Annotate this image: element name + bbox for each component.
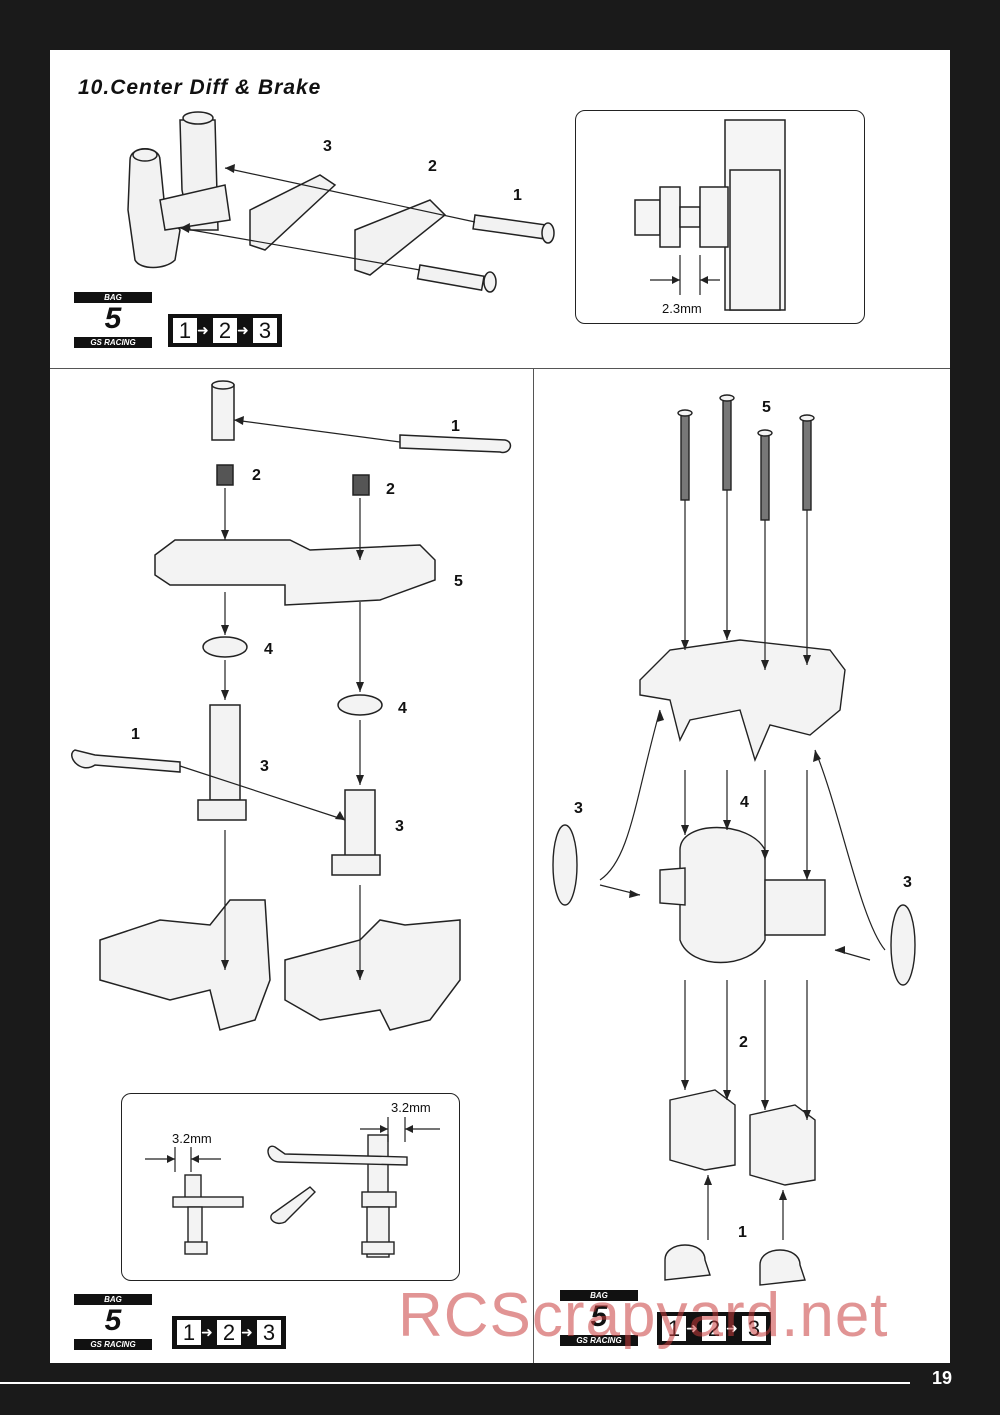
section-title: 10.Center Diff & Brake bbox=[78, 76, 322, 99]
part-label-5: 5 bbox=[762, 399, 771, 416]
part-label-1: 1 bbox=[451, 418, 460, 435]
arrow-icon: ➜ bbox=[726, 1320, 738, 1336]
bag-brand: GS RACING bbox=[74, 337, 152, 348]
brake-assembly-diagram bbox=[71, 380, 512, 1031]
section-divider bbox=[50, 368, 950, 369]
step-3: 3 bbox=[742, 1316, 766, 1341]
part-label-4: 4 bbox=[264, 641, 273, 658]
bag-number: 5 bbox=[104, 302, 122, 335]
column-divider bbox=[533, 368, 534, 1363]
bag-header: BAG bbox=[560, 1290, 638, 1301]
arrow-icon: ➜ bbox=[237, 322, 249, 338]
bag-badge: BAG 5 GS RACING bbox=[74, 1294, 152, 1350]
part-label-1: 1 bbox=[131, 726, 140, 743]
part-label-1: 1 bbox=[513, 187, 522, 204]
arrow-icon: ➜ bbox=[197, 322, 209, 338]
part-label-4: 4 bbox=[740, 794, 749, 811]
step-3: 3 bbox=[257, 1320, 281, 1345]
part-label-3: 3 bbox=[395, 818, 404, 835]
bag-badge: BAG 5 GS RACING bbox=[560, 1290, 638, 1346]
arrow-icon: ➜ bbox=[241, 1324, 253, 1340]
part-label-3: 3 bbox=[260, 758, 269, 775]
step-1: 1 bbox=[173, 318, 197, 343]
detail-box-pin-position bbox=[121, 1093, 460, 1281]
step-3: 3 bbox=[253, 318, 277, 343]
dimension-2-3mm: 2.3mm bbox=[662, 301, 702, 316]
dimension-3-2mm-left: 3.2mm bbox=[172, 1131, 212, 1146]
arrow-icon: ➜ bbox=[201, 1324, 213, 1340]
part-label-2: 2 bbox=[386, 481, 395, 498]
step-2: 2 bbox=[213, 318, 237, 343]
part-label-1: 1 bbox=[738, 1224, 747, 1241]
assembly-sequence: 1 ➜ 2 ➜ 3 bbox=[168, 314, 282, 347]
bag-header: BAG bbox=[74, 292, 152, 303]
bag-header: BAG bbox=[74, 1294, 152, 1305]
step-2: 2 bbox=[217, 1320, 241, 1345]
part-label-4: 4 bbox=[398, 700, 407, 717]
bag-number: 5 bbox=[590, 1300, 608, 1333]
step-1: 1 bbox=[662, 1316, 686, 1341]
part-label-2: 2 bbox=[252, 467, 261, 484]
center-diff-mount-diagram bbox=[127, 111, 555, 293]
step-2: 2 bbox=[702, 1316, 726, 1341]
arrow-icon: ➜ bbox=[686, 1320, 698, 1336]
step-1: 1 bbox=[177, 1320, 201, 1345]
part-label-3: 3 bbox=[323, 138, 332, 155]
gap-detail-diagram bbox=[634, 119, 786, 311]
page-number: 19 bbox=[931, 1368, 952, 1388]
bag-brand: GS RACING bbox=[74, 1339, 152, 1350]
pin-position-detail bbox=[145, 1117, 440, 1258]
part-label-2: 2 bbox=[739, 1034, 748, 1051]
bag-badge: BAG 5 GS RACING bbox=[74, 292, 152, 348]
bag-brand: GS RACING bbox=[560, 1335, 638, 1346]
footer-rule bbox=[0, 1382, 910, 1384]
dimension-3-2mm-right: 3.2mm bbox=[391, 1100, 431, 1115]
part-label-5: 5 bbox=[454, 573, 463, 590]
assembly-sequence: 1 ➜ 2 ➜ 3 bbox=[172, 1316, 286, 1349]
center-diff-assembly-diagram bbox=[552, 394, 916, 1286]
part-label-3: 3 bbox=[574, 800, 583, 817]
assembly-sequence: 1 ➜ 2 ➜ 3 bbox=[657, 1312, 771, 1345]
bag-number: 5 bbox=[104, 1304, 122, 1337]
part-label-2: 2 bbox=[428, 158, 437, 175]
part-label-3: 3 bbox=[903, 874, 912, 891]
watermark: RCScrapyard.net bbox=[398, 1281, 889, 1350]
detail-box-gap bbox=[575, 110, 865, 324]
